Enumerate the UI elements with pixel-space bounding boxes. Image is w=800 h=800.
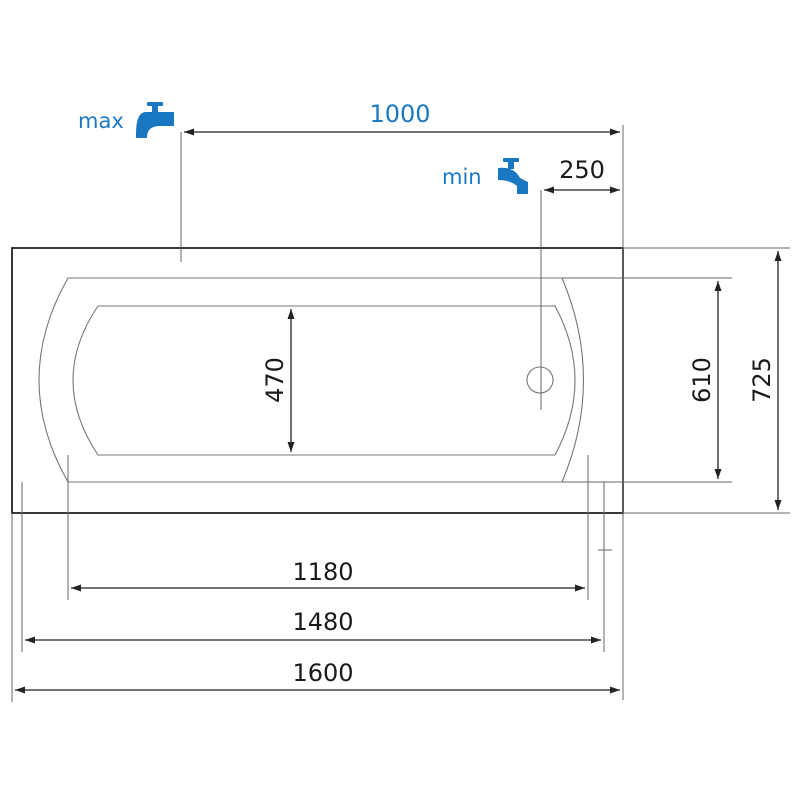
max-tap-label: max xyxy=(78,109,124,133)
tub-inner-rim xyxy=(38,277,584,483)
dim-label-725: 725 xyxy=(748,357,776,403)
tub-basin-bottom xyxy=(72,305,576,456)
dim-label-470: 470 xyxy=(261,357,289,403)
dim-label-1000: 1000 xyxy=(369,100,430,128)
drain-hole xyxy=(526,366,554,394)
dim-label-610: 610 xyxy=(688,357,716,403)
tub-outer-rim xyxy=(11,247,624,514)
min-tap-label: min xyxy=(442,165,482,189)
dim-label-1600: 1600 xyxy=(292,659,353,687)
min-tap-icon xyxy=(498,158,528,194)
dim-label-1180: 1180 xyxy=(292,558,353,586)
dim-label-250: 250 xyxy=(559,156,605,184)
extension-lines xyxy=(11,125,790,702)
max-tap-icon xyxy=(136,102,174,138)
dim-label-1480: 1480 xyxy=(292,608,353,636)
